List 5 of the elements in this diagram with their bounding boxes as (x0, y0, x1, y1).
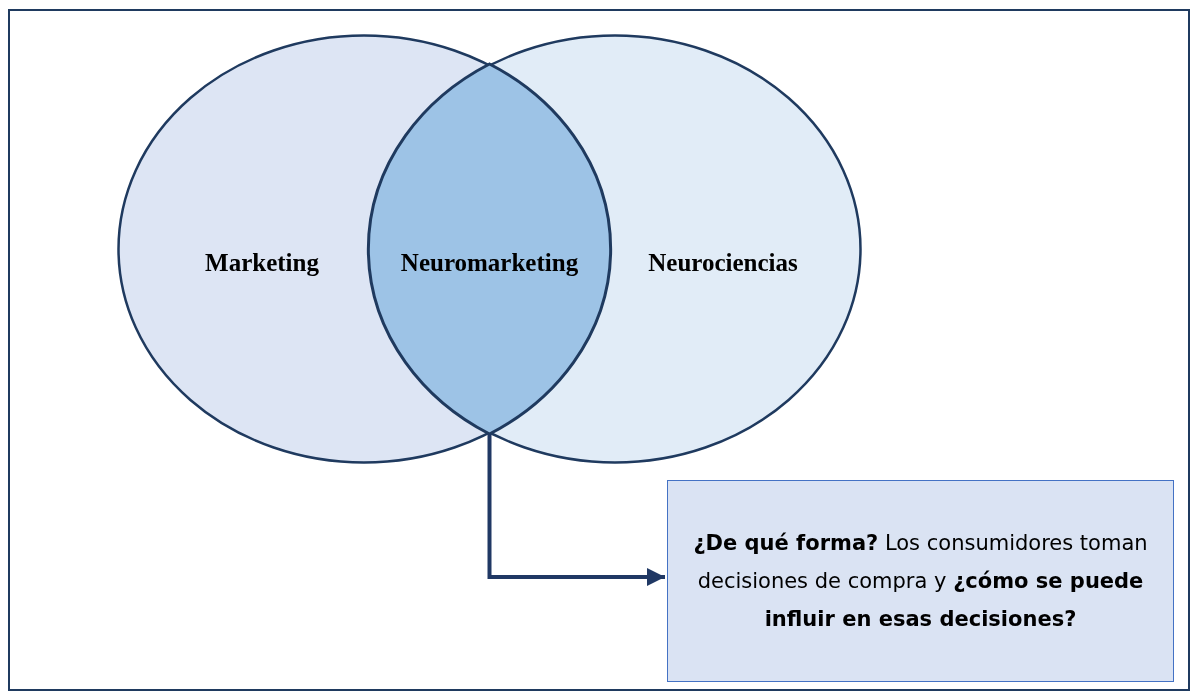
circle-label: Marketing (205, 248, 319, 278)
text-box (667, 480, 1174, 682)
description-text: ¿De qué forma? Los consumidores toman decisiones de compra y ¿cómo se puede influir en esas decisiones? (692, 530, 1149, 633)
circle-label: Neurociencias (648, 248, 798, 278)
circle-label: Neuromarketing (400, 248, 579, 278)
